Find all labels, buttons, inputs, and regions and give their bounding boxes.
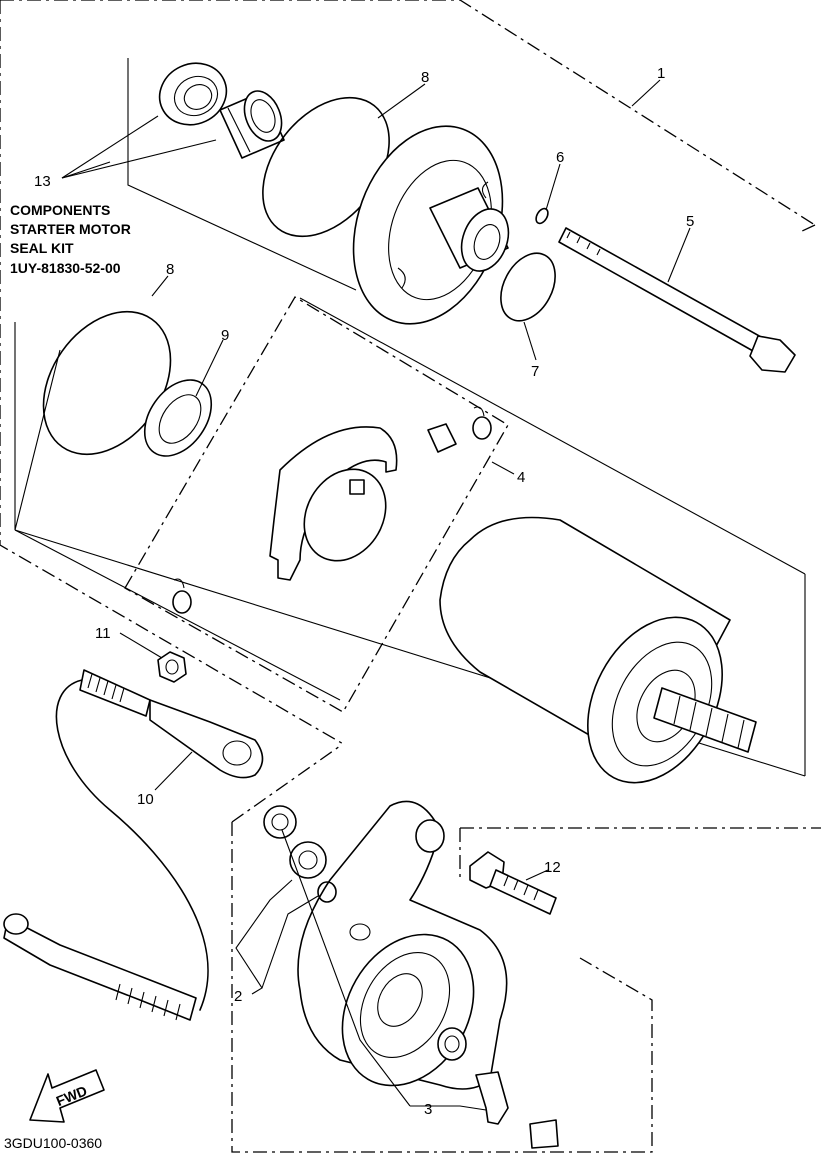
brush-spring-upper xyxy=(472,406,492,440)
kit-note-line-1: COMPONENTS xyxy=(10,202,110,218)
seal-kit-note: COMPONENTS STARTER MOTOR SEAL KIT 1UY-81… xyxy=(10,202,131,276)
callout-8-upper: 8 xyxy=(421,69,429,86)
callout-2: 2 xyxy=(234,988,242,1005)
mounting-bolt xyxy=(469,851,557,915)
brush-block xyxy=(427,423,457,453)
kit-bracket-bottom xyxy=(14,529,341,701)
callout-12: 12 xyxy=(544,859,561,876)
brush-spring-lower xyxy=(172,578,192,614)
front-cover-group-link xyxy=(231,745,341,823)
oil-seal xyxy=(158,62,228,126)
front-small-o-ring xyxy=(317,881,337,903)
kit-bracket-left xyxy=(14,322,61,531)
callout-5: 5 xyxy=(686,213,694,230)
terminal-bolt xyxy=(475,1071,559,1149)
callout-7: 7 xyxy=(531,363,539,380)
rear-cover xyxy=(352,125,510,325)
assembly-boundary-lines xyxy=(0,0,816,746)
callout-11: 11 xyxy=(95,625,111,642)
callout-10: 10 xyxy=(137,791,154,808)
small-o-ring xyxy=(535,207,549,225)
callout-8-lower: 8 xyxy=(166,261,174,278)
callout-labels: 1 2 3 4 5 6 7 8 8 9 10 11 12 13 xyxy=(34,65,694,1118)
lead-wire xyxy=(3,669,264,1021)
front-cover xyxy=(297,800,508,1090)
front-cover-group-box xyxy=(231,822,653,1153)
callout-13: 13 xyxy=(34,173,51,190)
terminal-nut xyxy=(157,651,187,683)
callout-3: 3 xyxy=(424,1101,432,1118)
motor-yoke xyxy=(439,516,757,784)
brush-holder-group-box xyxy=(124,296,509,713)
brush-plate xyxy=(269,426,398,581)
kit-note-line-3: SEAL KIT xyxy=(10,240,74,256)
callout-1: 1 xyxy=(657,65,665,82)
alignment-line xyxy=(299,297,806,575)
kit-note-line-2: STARTER MOTOR xyxy=(10,221,131,237)
seal-bracket xyxy=(127,58,357,291)
washer xyxy=(143,379,213,457)
kit-note-part-number: 1UY-81830-52-00 xyxy=(10,260,121,276)
callout-9: 9 xyxy=(221,327,229,344)
front-bushing-2 xyxy=(289,841,327,879)
callout-6: 6 xyxy=(556,149,564,166)
forward-arrow-icon: FWD xyxy=(29,1069,105,1123)
drawing-code: 3GDU100-0360 xyxy=(4,1135,102,1151)
needle-bearing xyxy=(219,90,285,159)
o-ring-small xyxy=(500,252,556,322)
through-bolt xyxy=(558,227,796,373)
leader-lines xyxy=(61,79,691,1111)
callout-4: 4 xyxy=(517,469,525,486)
front-bushing-1 xyxy=(263,805,297,839)
